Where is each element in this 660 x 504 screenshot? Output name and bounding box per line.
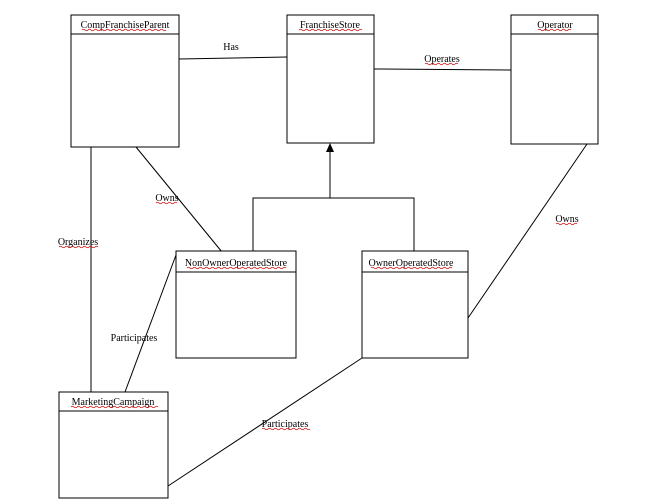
class-name-marketing-campaign: MarketingCampaign (72, 397, 155, 408)
has-association-line[interactable] (178, 56, 288, 60)
label-has: Has (223, 42, 239, 53)
label-participates-owner: Participates (262, 419, 309, 430)
class-name-non-owner-operated-store: NonOwnerOperatedStore (185, 258, 288, 269)
class-name-franchise-store: FranchiseStore (300, 20, 361, 31)
label-owns-operator: Owns (555, 214, 578, 225)
class-operator[interactable]: Operator (510, 14, 599, 145)
class-marketing-campaign[interactable]: MarketingCampaign (58, 391, 169, 499)
owns-parent-association-line[interactable] (135, 146, 223, 253)
participates-non-owner-association-line[interactable] (124, 254, 177, 393)
class-name-owner-operated-store: OwnerOperatedStore (369, 258, 455, 269)
class-non-owner-operated-store[interactable]: NonOwnerOperatedStore (175, 250, 297, 359)
relationship-labels: Has Operates Owns Owns Organizes Partici… (58, 42, 579, 431)
generalization-owner-line[interactable] (330, 197, 415, 251)
operates-association-line[interactable] (373, 68, 512, 71)
label-operates: Operates (424, 54, 460, 65)
label-participates-non-owner: Participates (111, 333, 158, 344)
generalization-non-owner-line[interactable] (252, 197, 330, 251)
class-owner-operated-store[interactable]: OwnerOperatedStore (361, 250, 469, 359)
class-comp-franchise-parent[interactable]: CompFranchiseParent (70, 14, 180, 148)
class-name-comp-franchise-parent: CompFranchiseParent (81, 20, 170, 31)
label-organizes: Organizes (58, 237, 98, 248)
connectors (90, 56, 588, 487)
class-franchise-store[interactable]: FranchiseStore (286, 14, 375, 144)
participates-owner-association-line[interactable] (167, 357, 363, 487)
class-name-operator: Operator (537, 20, 573, 31)
owns-operator-association-line[interactable] (467, 143, 588, 319)
generalization-arrowhead (326, 143, 334, 152)
label-owns-parent: Owns (155, 193, 178, 204)
